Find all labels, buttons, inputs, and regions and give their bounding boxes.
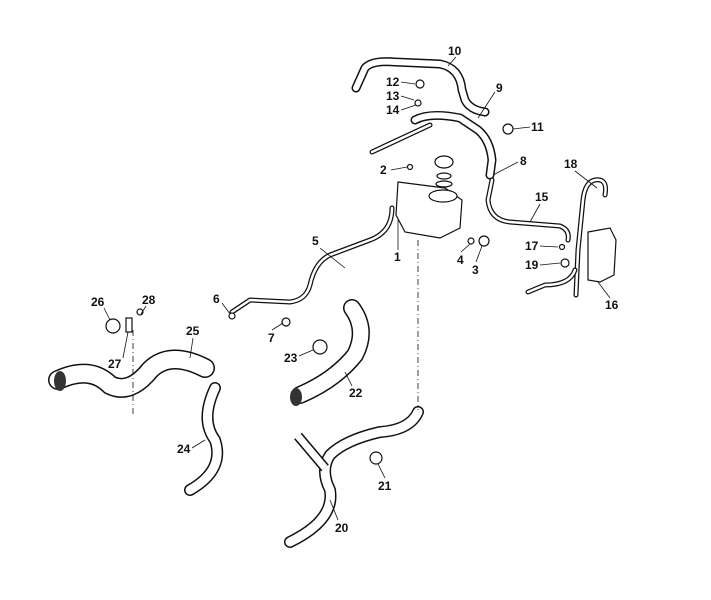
callout-23: 23: [284, 351, 298, 365]
callout-7: 7: [268, 331, 275, 345]
hose-20: [284, 406, 424, 548]
screw-2: [406, 163, 414, 171]
callout-19: 19: [525, 258, 539, 272]
callout-22: 22: [349, 386, 363, 400]
clip-21: [369, 451, 383, 465]
callout-24: 24: [177, 442, 191, 456]
clamp-26: [105, 318, 121, 334]
callout-16: 16: [605, 298, 619, 312]
callout-9: 9: [496, 81, 503, 95]
clip-19: [560, 258, 570, 268]
callout-3: 3: [472, 263, 479, 277]
callout-1: 1: [394, 250, 401, 264]
callout-2: 2: [380, 163, 387, 177]
pipe-5: [229, 205, 395, 315]
hose-25: [48, 349, 215, 398]
hose-18: [525, 177, 608, 298]
callout-15: 15: [535, 190, 549, 204]
clip-7: [281, 317, 291, 327]
washer-4: [467, 237, 475, 245]
clamp-12: [415, 79, 425, 89]
cap-3: [478, 235, 490, 247]
callout-4: 4: [457, 253, 464, 267]
hose-15: [485, 177, 571, 243]
callout-6: 6: [213, 292, 220, 306]
callout-8: 8: [520, 154, 527, 168]
callout-5: 5: [312, 234, 319, 248]
expansion-tank-1: [395, 155, 463, 239]
clip-13: [414, 99, 422, 107]
callout-27: 27: [108, 357, 122, 371]
callout-11: 11: [531, 120, 544, 134]
callout-18: 18: [564, 157, 578, 171]
callout-13: 13: [386, 89, 400, 103]
connector-11: [502, 123, 514, 135]
screw-17: [558, 243, 566, 251]
callout-28: 28: [142, 293, 156, 307]
hose-24: [184, 382, 224, 496]
callout-12: 12: [386, 75, 400, 89]
reservoir-16: [587, 227, 617, 283]
hose-10: [351, 57, 490, 117]
hose-9: [369, 110, 497, 180]
clip-6: [228, 312, 236, 320]
callout-25: 25: [186, 324, 200, 338]
callout-14: 14: [386, 103, 400, 117]
callout-21: 21: [378, 479, 392, 493]
clamp-23: [312, 339, 328, 355]
callout-20: 20: [335, 521, 349, 535]
leader-lines: [103, 56, 611, 521]
callout-26: 26: [91, 295, 105, 309]
callout-17: 17: [525, 239, 539, 253]
hose-22: [290, 299, 370, 406]
callout-10: 10: [448, 44, 462, 58]
bracket-27: [125, 317, 133, 333]
